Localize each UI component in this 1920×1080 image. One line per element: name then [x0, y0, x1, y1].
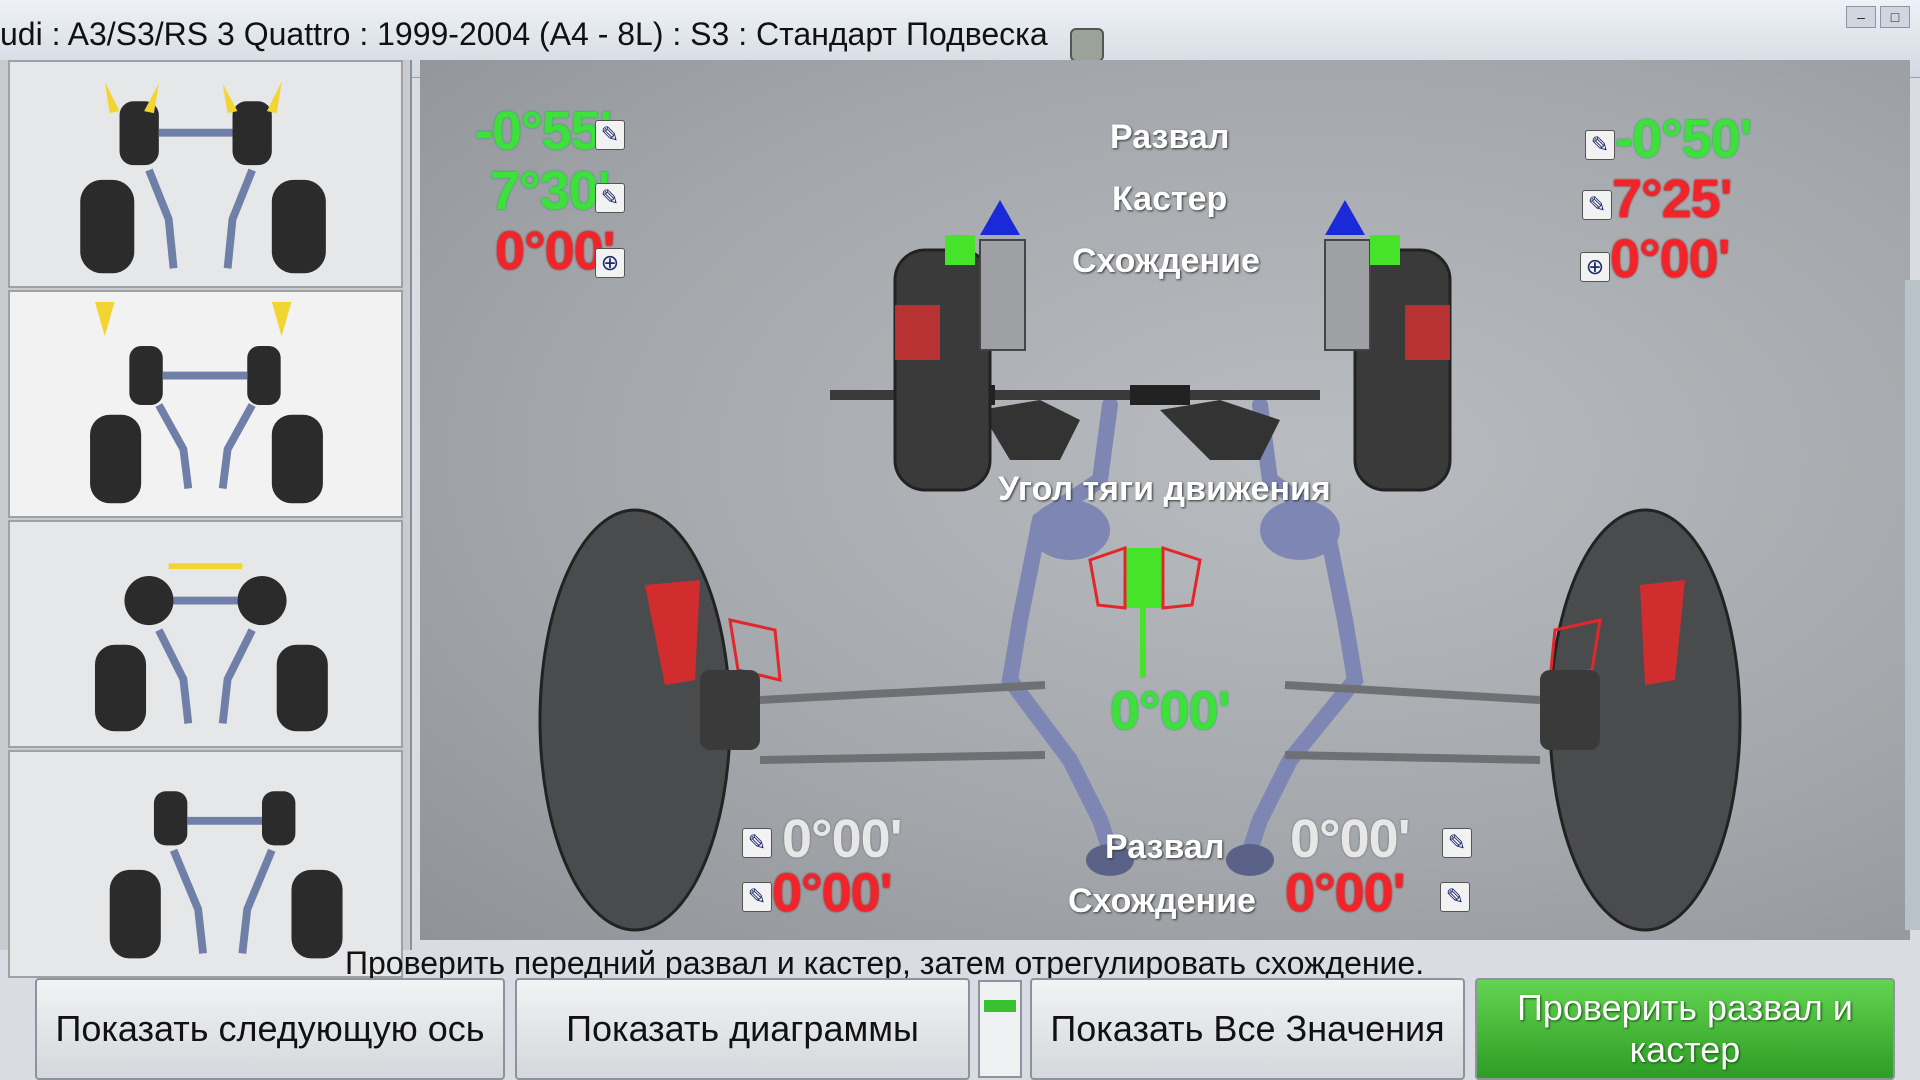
wrench-icon: ✎ — [595, 120, 625, 150]
rear-toe-label: Схождение — [1068, 882, 1256, 920]
thrust-angle-value: 0°00' — [1110, 681, 1231, 741]
wrench-icon: ✎ — [742, 882, 772, 912]
rear-right-camber-value: 0°00' — [1290, 809, 1411, 869]
wrench-icon: ✎ — [595, 183, 625, 213]
instruction-text: Проверить передний развал и кастер, зате… — [345, 945, 1425, 981]
window-controls: – □ — [1846, 6, 1910, 28]
front-right-toe-value: 0°00' — [1610, 229, 1731, 289]
rear-left-toe-value: 0°00' — [772, 863, 893, 923]
rear-right-toe-value: 0°00' — [1285, 863, 1406, 923]
thumbnail-height-view[interactable] — [8, 290, 403, 518]
wrench-icon: ✎ — [1442, 828, 1472, 858]
front-left-camber-value: -0°55' — [475, 101, 613, 161]
wrench-icon: ✎ — [1582, 190, 1612, 220]
tire-icon[interactable] — [1070, 28, 1104, 62]
front-caster-label: Кастер — [1112, 180, 1228, 218]
thrust-angle-label: Угол тяги движения — [998, 470, 1331, 508]
next-axle-button[interactable]: Показать следующую ось — [35, 978, 505, 1080]
steering-wheel-icon: ⊕ — [1580, 252, 1610, 282]
full-view-icon — [109, 791, 343, 959]
front-left-caster-value: 7°30' — [490, 161, 611, 221]
rear-left-camber-value: 0°00' — [782, 809, 903, 869]
check-camber-caster-button[interactable]: Проверить развал и кастер — [1475, 978, 1895, 1080]
thumbnail-toe-view[interactable] — [8, 520, 403, 748]
suspension-diagram — [538, 200, 1742, 932]
view-thumbnail-panel — [0, 60, 412, 978]
alignment-view: -0°55' ✎ 7°30' ✎ 0°00' ⊕ Развал Кастер С… — [420, 60, 1910, 940]
front-right-caster-value: 7°25' — [1612, 169, 1733, 229]
steering-wheel-icon: ⊕ — [595, 248, 625, 278]
right-toolbar-strip[interactable] — [1905, 280, 1920, 930]
thumbnail-camber-caster-view[interactable] — [8, 60, 403, 288]
maximize-button[interactable]: □ — [1880, 6, 1910, 28]
height-view-icon — [90, 301, 323, 504]
toe-view-icon — [94, 563, 328, 732]
wrench-icon: ✎ — [1585, 130, 1615, 160]
front-camber-label: Развал — [1110, 118, 1230, 156]
front-right-camber-value: -0°50' — [1615, 109, 1753, 169]
mini-gauge[interactable] — [978, 980, 1022, 1078]
camber-caster-view-icon — [80, 81, 326, 274]
show-diagrams-button[interactable]: Показать диаграммы — [515, 978, 970, 1080]
thumbnail-full-view[interactable] — [8, 750, 403, 978]
rear-camber-label: Развал — [1105, 828, 1225, 866]
wrench-icon: ✎ — [742, 828, 772, 858]
show-all-values-button[interactable]: Показать Все Значения — [1030, 978, 1465, 1080]
window-title: udi : A3/S3/RS 3 Quattro : 1999-2004 (A4… — [0, 16, 1048, 52]
mini-gauge-level — [984, 1000, 1016, 1012]
minimize-button[interactable]: – — [1846, 6, 1876, 28]
front-toe-label: Схождение — [1072, 242, 1260, 280]
wrench-icon: ✎ — [1440, 882, 1470, 912]
